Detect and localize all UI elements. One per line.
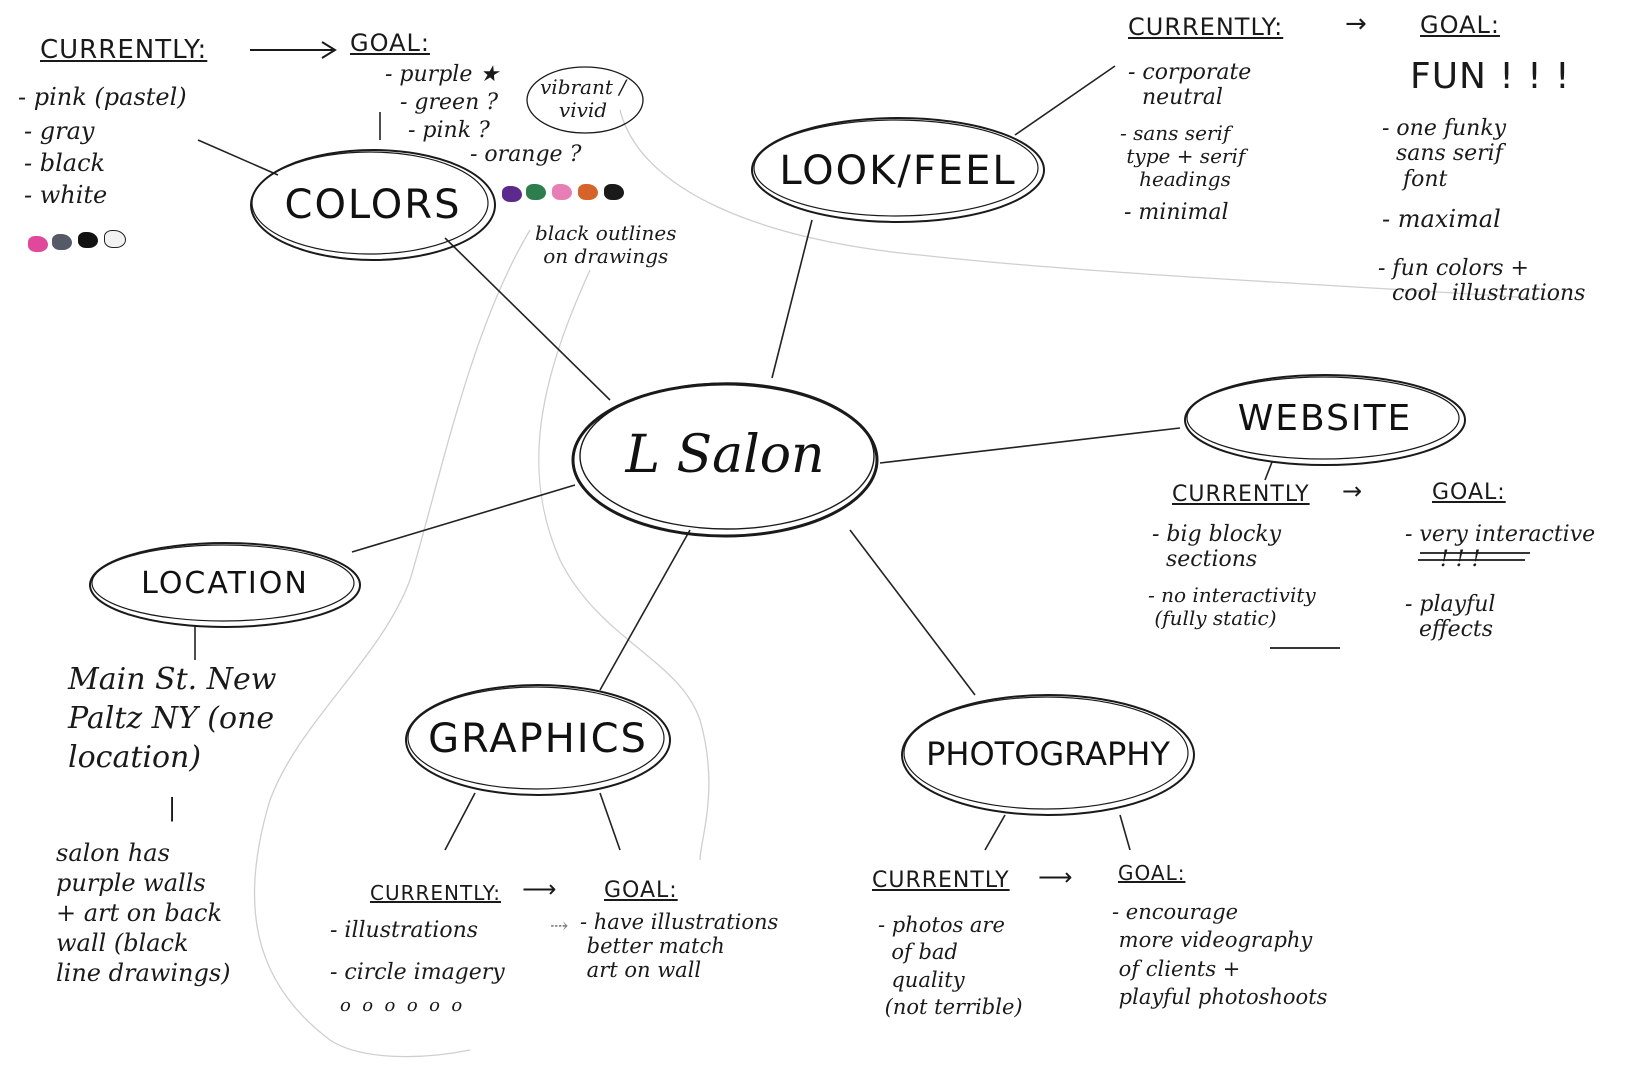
- swatch-green: [526, 184, 546, 200]
- graphics-currently-label: CURRENTLY:: [370, 881, 501, 905]
- center-ellipse: [571, 382, 879, 538]
- connector-website-notes: [1264, 461, 1273, 481]
- colors-goal-item: - orange ?: [470, 142, 582, 167]
- photography-ellipse: [901, 694, 1195, 816]
- swatch-white: [104, 230, 126, 248]
- connector-center-location: [351, 484, 576, 553]
- node-outlines: [89, 66, 1466, 816]
- photo-goal-label: GOAL:: [1118, 861, 1186, 885]
- colors-current-item: - gray: [24, 117, 95, 145]
- graphics-node-label: GRAPHICS: [428, 716, 648, 762]
- swatch-light-pink: [552, 184, 572, 200]
- graphics-goal-arrow: ⇢: [550, 914, 569, 939]
- graphics-goal-item: - have illustrations better match art on…: [580, 910, 779, 983]
- location-node-label: LOCATION: [141, 566, 309, 601]
- graphics-ellipse: [405, 684, 671, 796]
- lookfeel-goal-item: - maximal: [1382, 205, 1501, 233]
- vibrant-bubble: [526, 66, 644, 134]
- photography-node-label: PHOTOGRAPHY: [926, 735, 1170, 773]
- connector-photo-left: [984, 814, 1006, 851]
- graphics-circles: o o o o o o: [340, 995, 463, 1016]
- fun-headline: FUN ! ! !: [1410, 56, 1571, 97]
- connector-center-lookfeel: [771, 219, 813, 379]
- graphics-current-item: - circle imagery: [330, 960, 505, 985]
- lookfeel-arrow: →: [1345, 9, 1368, 39]
- connector-lines: [194, 65, 1273, 851]
- connector-center-graphics: [599, 529, 691, 691]
- connector-lookfeel-notes: [1014, 65, 1116, 136]
- connector-center-colors: [444, 237, 611, 401]
- lookfeel-current-item: - minimal: [1124, 200, 1229, 225]
- website-current-item: - no interactivity (fully static): [1148, 583, 1316, 630]
- website-currently-label: CURRENTLY: [1172, 482, 1310, 507]
- lookfeel-goal-item: - one funky sans serif font: [1382, 116, 1507, 192]
- colors-current-item: - pink (pastel): [18, 83, 187, 111]
- connector-graphics-left: [444, 792, 476, 851]
- colors-goal-item: - purple ★: [385, 62, 500, 87]
- arrows: [250, 41, 337, 59]
- photo-goal-item: - encourage more videography of clients …: [1112, 900, 1328, 1010]
- swatch-purple: [502, 186, 522, 202]
- lookfeel-node-label: LOOK/FEEL: [779, 148, 1017, 194]
- photo-arrow: ⟶: [1038, 863, 1074, 891]
- lookfeel-current-item: - corporate neutral: [1128, 60, 1252, 111]
- vibrant-vivid-note: vibrant / vivid: [540, 75, 626, 122]
- website-goal-item: - very interactive ! ! !: [1405, 522, 1596, 573]
- black-outlines-note: black outlines on drawings: [535, 221, 677, 268]
- website-arrow: →: [1342, 477, 1364, 505]
- website-node-label: WEBSITE: [1237, 398, 1413, 439]
- lookfeel-goal-item: - fun colors + cool illustrations: [1378, 256, 1586, 307]
- website-ellipse: [1184, 374, 1466, 466]
- connector-center-website: [879, 427, 1181, 464]
- colors-node-label: COLORS: [284, 182, 462, 228]
- center-node-label: L Salon: [625, 425, 825, 485]
- connector-colors-notes: [197, 139, 279, 176]
- swatch-pink: [28, 236, 48, 252]
- location-connector: |: [168, 794, 177, 822]
- photo-currently-label: CURRENTLY: [872, 868, 1010, 893]
- lookfeel-goal-label: GOAL:: [1420, 11, 1500, 39]
- location-detail: salon has purple walls + art on back wal…: [56, 839, 231, 987]
- website-current-item: - big blocky sections: [1152, 522, 1282, 573]
- colors-goal-item: - green ?: [400, 90, 499, 115]
- swatch-black-goal: [604, 184, 624, 200]
- swatch-black: [78, 232, 98, 248]
- connector-graphics-right: [599, 792, 621, 851]
- connector-photo-right: [1119, 814, 1131, 851]
- photo-current-item: - photos are of bad quality (not terribl…: [878, 913, 1023, 1019]
- location-address: Main St. New Paltz NY (one location): [68, 662, 277, 775]
- pencil-guide-lines: [253, 109, 1561, 1058]
- location-ellipse: [89, 542, 361, 628]
- lookfeel-current-item: - sans serif type + serif headings: [1120, 121, 1246, 191]
- underlines: [1270, 552, 1530, 649]
- lookfeel-ellipse: [751, 117, 1045, 223]
- colors-goal-label: GOAL:: [350, 29, 430, 57]
- graphics-arrow: ⟶: [522, 875, 558, 903]
- connector-center-photography: [849, 529, 976, 696]
- website-goal-item: - playful effects: [1405, 592, 1496, 643]
- colors-goal-item: - pink ?: [408, 118, 490, 143]
- lookfeel-currently-label: CURRENTLY:: [1128, 13, 1284, 41]
- colors-ellipse: [250, 149, 496, 261]
- graphics-current-item: - illustrations: [330, 918, 479, 943]
- swatch-orange: [578, 184, 598, 200]
- colors-current-item: - black: [24, 149, 106, 177]
- swatch-gray: [52, 234, 72, 250]
- graphics-goal-label: GOAL:: [604, 878, 678, 903]
- colors-current-item: - white: [24, 181, 108, 209]
- colors-currently-label: CURRENTLY:: [40, 35, 208, 65]
- website-goal-label: GOAL:: [1432, 480, 1506, 505]
